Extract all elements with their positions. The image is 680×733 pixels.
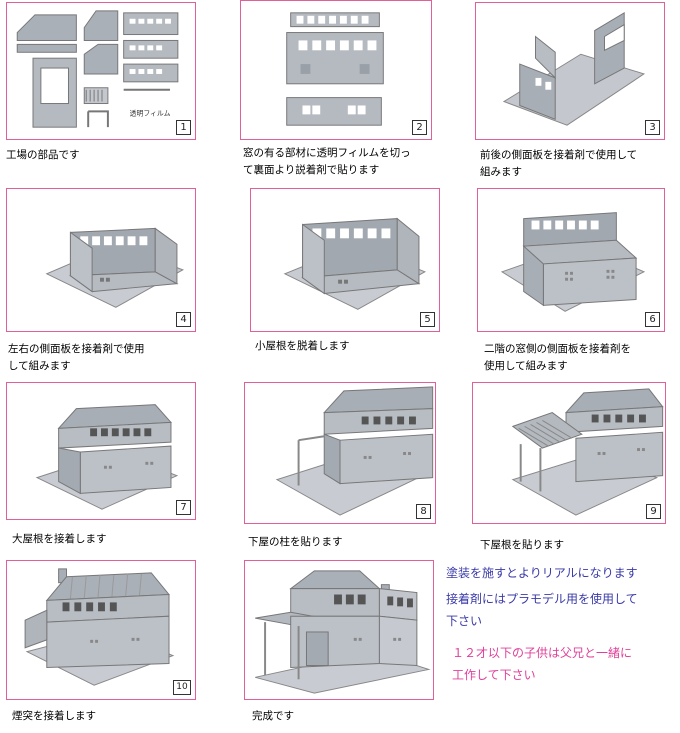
step-number-7: 7	[176, 500, 191, 515]
step-6-photo: 6	[477, 188, 665, 332]
complete-photo	[244, 560, 434, 700]
step-10-photo: 10	[6, 560, 196, 700]
step-7-caption: 大屋根を接着します	[12, 533, 107, 545]
film-panels-illustration	[286, 12, 384, 126]
note-child-warning: １２才以下の子供は父兄と一緒に 工作して下さい	[452, 646, 633, 682]
step-number-4: 4	[176, 312, 191, 327]
chimney-illustration	[24, 568, 175, 686]
step-number-10: 10	[173, 680, 191, 695]
step-4-photo: 4	[6, 188, 196, 332]
front-back-panels-illustration	[502, 11, 646, 126]
step-1-caption: 工場の部品です	[6, 149, 80, 161]
small-roof-illustration	[283, 217, 427, 310]
step-4-caption: 左右の側面板を接着剤で使用 して組みます	[8, 343, 145, 372]
step-number-5: 5	[420, 312, 435, 327]
large-roof-illustration	[35, 404, 179, 510]
step-2-caption: 窓の有る部材に透明フィルムを切っ て裏面より説着剤で貼ります	[243, 147, 411, 176]
step-number-2: 2	[412, 120, 427, 135]
second-floor-illustration	[500, 212, 646, 312]
step-number-1: 1	[176, 120, 191, 135]
finished-model-illustration	[255, 570, 431, 694]
step-5-caption: 小屋根を脱着します	[255, 340, 350, 352]
step-1-photo: 透明フィルム 1	[6, 2, 196, 140]
step-2-photo: 2	[240, 0, 432, 140]
step-number-6: 6	[645, 312, 660, 327]
note-adhesive: 接着剤にはプラモデル用を使用して 下さい	[446, 592, 638, 628]
step-5-photo: 5	[250, 188, 440, 332]
step-8-caption: 下屋の柱を貼ります	[248, 536, 343, 548]
step-9-photo: 9	[472, 382, 666, 524]
note-paint-tip: 塗装を施すとよりリアルになります	[446, 566, 638, 580]
step-number-9: 9	[646, 504, 661, 519]
step-3-photo: 3	[475, 2, 665, 140]
step-number-3: 3	[645, 120, 660, 135]
parts-illustration: 透明フィルム	[16, 10, 179, 128]
film-label: 透明フィルム	[130, 109, 171, 117]
step-6-caption: 二階の窓側の側面板を接着剤を 使用して組みます	[484, 343, 631, 372]
step-10-caption: 煙突を接着します	[12, 710, 96, 722]
step-7-photo: 7	[6, 382, 196, 520]
complete-caption: 完成です	[252, 710, 294, 722]
lower-roof-illustration	[511, 388, 664, 516]
step-9-caption: 下屋根を貼ります	[480, 539, 564, 551]
step-number-8: 8	[416, 504, 431, 519]
pillars-illustration	[275, 386, 434, 516]
step-8-photo: 8	[244, 382, 436, 524]
step-3-caption: 前後の側面板を接着剤で使用して 組みます	[480, 149, 638, 178]
side-panels-illustration	[45, 227, 185, 308]
